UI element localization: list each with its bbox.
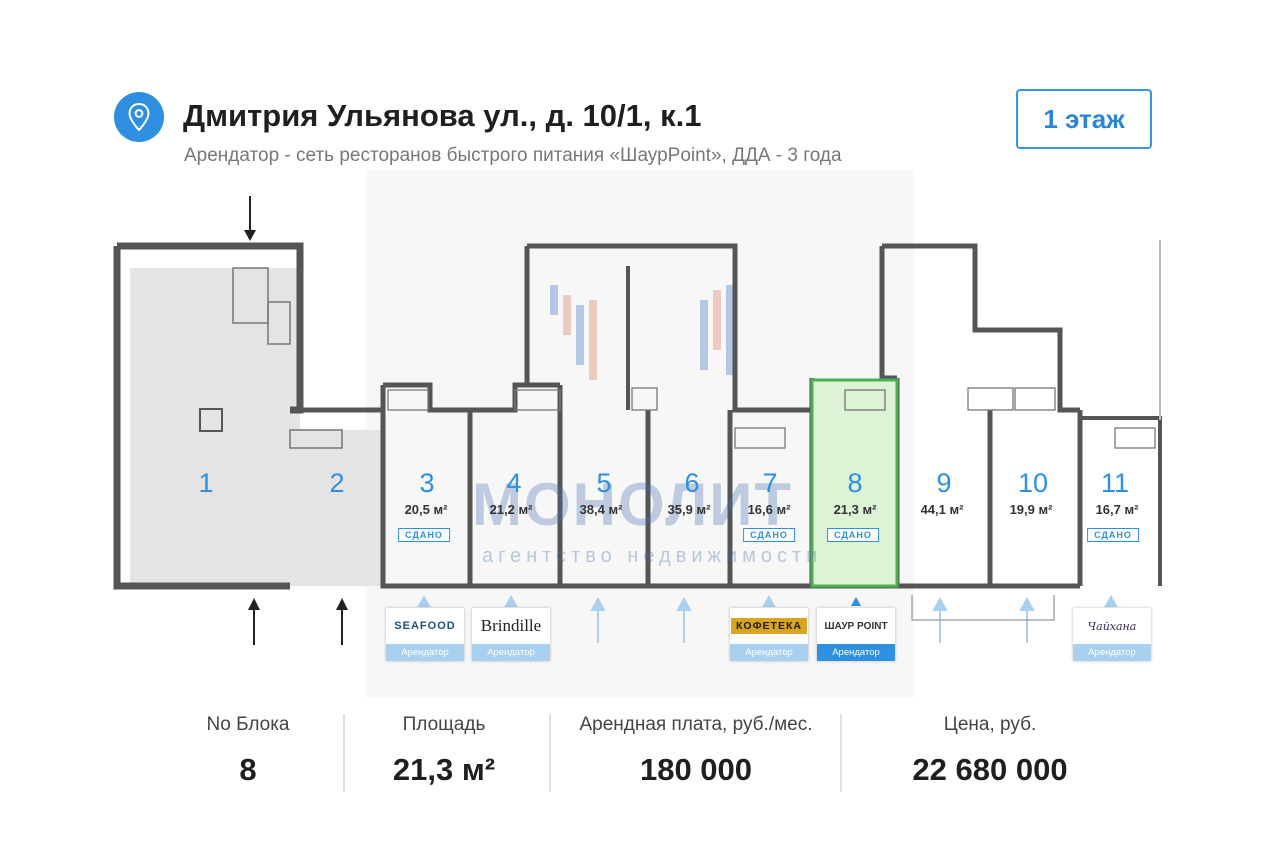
- location-pin-icon: [114, 92, 164, 142]
- watermark-name: МОНОЛИТ: [472, 471, 794, 538]
- tenant-card-seafood[interactable]: SEAFOOD Арендатор: [386, 608, 464, 661]
- unit-area: 20,5 м²: [404, 502, 448, 517]
- unit-2-area: [290, 430, 383, 586]
- unit-area: 35,9 м²: [667, 502, 711, 517]
- tenant-caption: Арендатор: [386, 644, 464, 661]
- unit-number: 3: [419, 468, 435, 498]
- page-subtitle: Арендатор - сеть ресторанов быстрого пит…: [184, 145, 842, 166]
- unit-1-area: [130, 268, 300, 586]
- tenant-logo: ШАУР POINT: [824, 620, 888, 632]
- unit-8-highlight: [810, 378, 899, 588]
- unit-area: 38,4 м²: [579, 502, 623, 517]
- unit-number: 4: [506, 468, 522, 498]
- stat-area: Площадь 21,3 м²: [364, 714, 524, 788]
- stat-price: Цена, руб. 22 680 000: [880, 714, 1100, 788]
- block-value: 8: [239, 752, 257, 787]
- stat-rent: Арендная плата, руб./мес. 180 000: [556, 714, 836, 788]
- stat-block: No Блока 8: [168, 714, 328, 788]
- tenant-card-shaurpoint[interactable]: ШАУР POINT Арендатор: [817, 608, 895, 661]
- divider: [343, 714, 345, 792]
- price-label: Цена, руб.: [943, 714, 1037, 735]
- unit-number: 1: [198, 468, 214, 498]
- tenant-caption: Арендатор: [817, 644, 895, 661]
- unit-area: 44,1 м²: [920, 502, 964, 517]
- unit-area: 16,6 м²: [747, 502, 791, 517]
- rent-value: 180 000: [639, 752, 753, 787]
- tenant-caption: Арендатор: [472, 644, 550, 661]
- unit-number: 5: [596, 468, 612, 498]
- status-badge: СДАНО: [398, 528, 450, 542]
- unit-number: 9: [936, 468, 952, 498]
- status-badge: СДАНО: [827, 528, 879, 542]
- area-value: 21,3 м²: [392, 752, 496, 787]
- watermark-logo: [550, 285, 734, 380]
- page-title: Дмитрия Ульянова ул., д. 10/1, к.1: [183, 98, 702, 133]
- block-label: No Блока: [206, 714, 290, 735]
- unit-number: 6: [684, 468, 700, 498]
- tenant-logo: Brindille: [480, 616, 542, 635]
- divider: [549, 714, 551, 792]
- unit-area: 21,2 м²: [489, 502, 533, 517]
- tenant-logo: SEAFOOD: [394, 620, 456, 632]
- unit-number: 8: [847, 468, 863, 498]
- unit-number: 11: [1100, 468, 1130, 498]
- tenant-card-brindille[interactable]: Brindille Арендатор: [472, 608, 550, 661]
- unit-number: 7: [762, 468, 778, 498]
- tenant-card-kofeteka[interactable]: КОФЕТЕКА Арендатор: [730, 608, 808, 661]
- unit-number: 2: [329, 468, 345, 498]
- tenant-card-chaikhana[interactable]: Чайхана Арендатор: [1073, 608, 1151, 661]
- watermark-tagline: агентство недвижимости: [482, 545, 823, 567]
- price-value: 22 680 000: [912, 752, 1068, 787]
- tenant-logo: Чайхана: [1087, 619, 1137, 633]
- unit-area: 19,9 м²: [1009, 502, 1053, 517]
- area-label: Площадь: [402, 714, 486, 735]
- status-badge: СДАНО: [1087, 528, 1139, 542]
- divider: [840, 714, 842, 792]
- unit-number: 10: [1017, 468, 1049, 498]
- unit-area: 16,7 м²: [1095, 502, 1139, 517]
- unit-area: 21,3 м²: [833, 502, 877, 517]
- rent-label: Арендная плата, руб./мес.: [579, 714, 813, 735]
- tenant-caption: Арендатор: [730, 644, 808, 661]
- tenant-logo: КОФЕТЕКА: [731, 618, 807, 634]
- tenant-caption: Арендатор: [1073, 644, 1151, 661]
- floor-button[interactable]: 1 этаж: [1016, 89, 1152, 149]
- status-badge: СДАНО: [743, 528, 795, 542]
